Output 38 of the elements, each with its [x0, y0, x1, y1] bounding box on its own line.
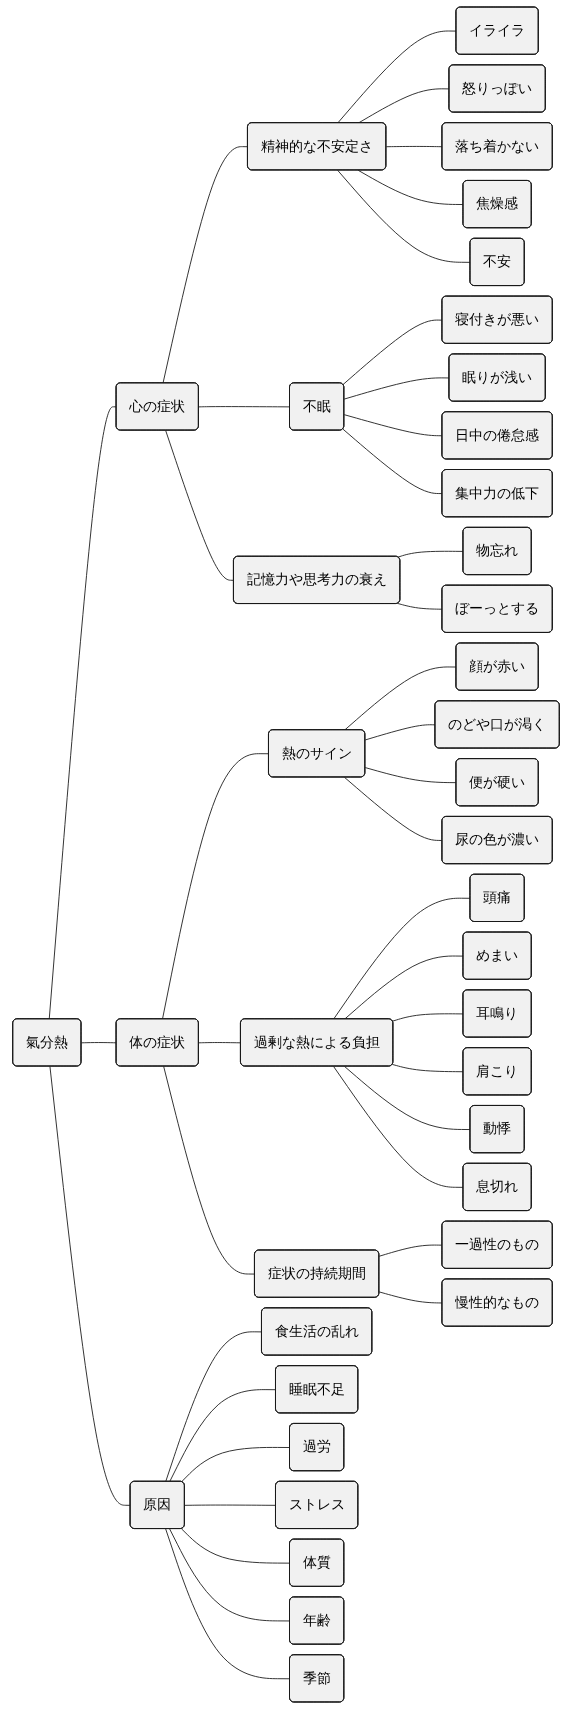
connector	[169, 1528, 291, 1622]
connector	[342, 428, 443, 495]
connector	[333, 1066, 464, 1188]
connector	[344, 955, 464, 1020]
connector	[162, 146, 249, 384]
connector	[337, 169, 471, 263]
connector	[181, 1528, 291, 1564]
connector	[198, 1042, 242, 1044]
connector	[343, 377, 450, 400]
connector	[333, 897, 471, 1020]
connector	[378, 1291, 443, 1304]
connector	[397, 603, 443, 610]
connector	[344, 776, 443, 841]
connector	[337, 30, 457, 124]
connector	[181, 1447, 291, 1483]
connector	[344, 666, 457, 731]
connector	[163, 1066, 256, 1275]
connector	[364, 724, 436, 741]
connector	[184, 1504, 277, 1506]
connector	[165, 1528, 291, 1680]
connector	[165, 430, 235, 581]
connector	[392, 1064, 464, 1073]
connector	[81, 1042, 117, 1044]
connector	[162, 753, 270, 1020]
connector	[357, 169, 464, 205]
connector	[392, 1013, 464, 1022]
connector	[344, 1066, 471, 1130]
connector	[385, 146, 443, 148]
connector	[343, 414, 443, 437]
connector	[169, 1389, 277, 1483]
connector	[397, 550, 464, 558]
connector	[342, 319, 443, 385]
connector	[49, 1066, 131, 1506]
connector	[198, 406, 291, 408]
connector	[48, 406, 117, 1020]
connector	[378, 1244, 443, 1257]
connector	[165, 1331, 263, 1483]
connector	[364, 767, 457, 784]
